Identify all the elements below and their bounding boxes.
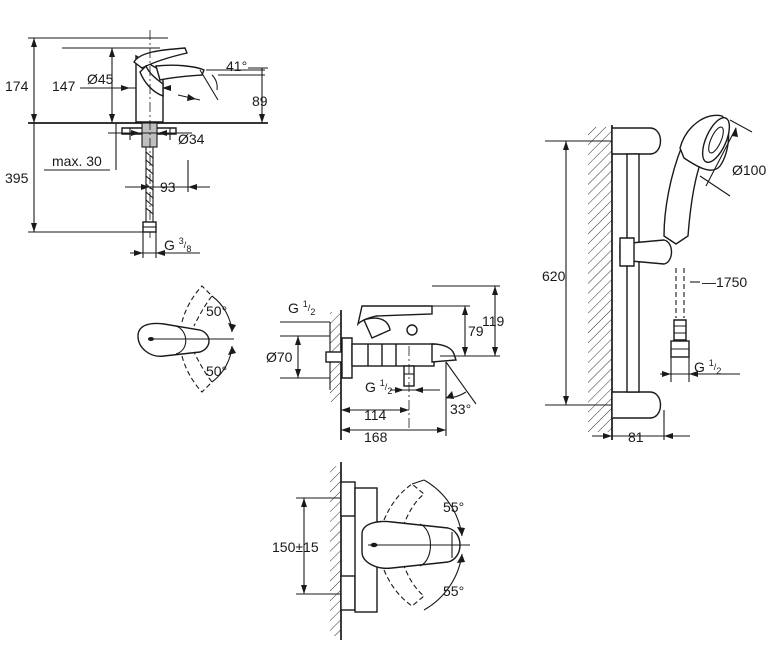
connection-g-basin: G 3/8 [164,236,191,254]
dim-150-15: 150±15 [272,539,319,555]
connection-g-shower: G 1/2 [694,358,721,376]
dim-81: 81 [628,429,644,445]
dim-93: 93 [160,179,176,195]
angle-55-lower: 55° [443,583,464,599]
dim-168: 168 [364,429,388,445]
bath-mixer-top-view [296,462,470,640]
bath-mixer-side-view [280,285,500,440]
dim-max-30: max. 30 [52,153,102,169]
angle-50-lower: 50° [206,363,227,379]
dim-620: 620 [542,268,566,284]
basin-mixer-side-view [28,30,268,258]
dim-395: 395 [5,170,29,186]
dim-79: 79 [468,323,484,339]
angle-55-upper: 55° [443,499,464,515]
dim-174: 174 [5,78,29,94]
dim-147: 147 [52,78,76,94]
dim-89: 89 [252,93,268,109]
connection-g-bath-bottom: G 1/2 [365,378,392,396]
shower-rail-set [545,114,753,440]
dim-119: 119 [482,313,505,329]
dim-diameter-70: Ø70 [266,349,293,365]
dim-diameter-45: Ø45 [87,71,114,87]
dim-diameter-100: Ø100 [732,162,766,178]
dim-angle-33: 33° [450,401,471,417]
connection-g-bath-top: G 1/2 [288,299,315,317]
dim-angle-41: 41° [226,58,247,74]
basin-mixer-top-view [137,285,236,393]
dim-diameter-34: Ø34 [178,131,205,147]
angle-50-upper: 50° [206,303,227,319]
dim-1750: —1750 [702,274,747,290]
dim-114: 114 [364,407,387,423]
